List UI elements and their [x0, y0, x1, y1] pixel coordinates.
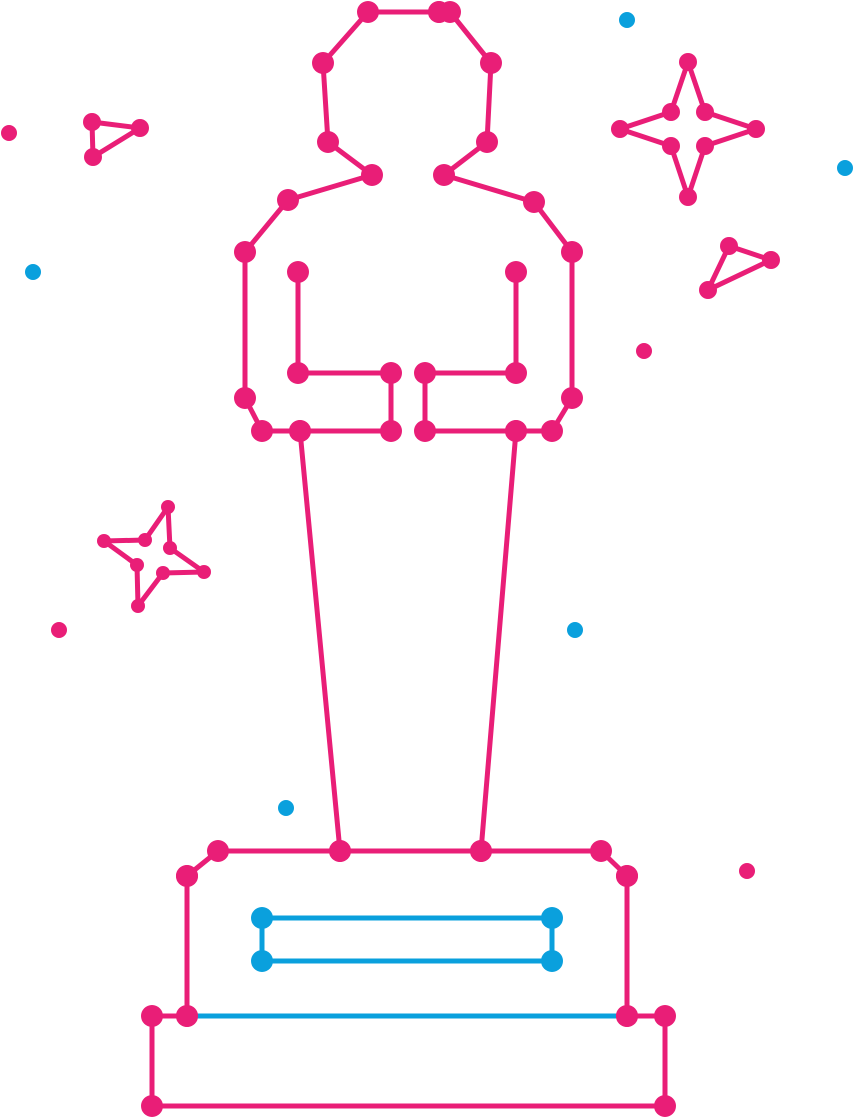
triangle-spark-right-icon-node [699, 281, 717, 299]
statuette-left-outline-node [234, 387, 256, 409]
statuette-right-outline-segment [484, 60, 494, 145]
confetti-dot [619, 12, 635, 28]
statuette-left-outline-segment [285, 172, 375, 203]
statuette-left-outline-node [287, 261, 309, 283]
statuette-left-outline-node [357, 1, 379, 23]
pedestal-top-node [329, 840, 351, 862]
confetti-dot [636, 343, 652, 359]
sparkle-large-icon-node [679, 53, 697, 71]
sparkle-small-icon-node [97, 534, 111, 548]
sparkle-large-icon-node [662, 103, 680, 121]
statuette-left-outline-node [380, 362, 402, 384]
pedestal-plaque-node [541, 907, 563, 929]
sparkle-small-icon-node [163, 541, 177, 555]
statuette-body-right-segment [478, 428, 519, 854]
confetti-dot [51, 622, 67, 638]
triangle-spark-left-icon-node [131, 119, 149, 137]
statuette-left-outline-node [317, 131, 339, 153]
pedestal-plaque-node [251, 907, 273, 929]
pedestal-base-node [654, 1005, 676, 1027]
triangle-spark-left-icon-segment [90, 125, 143, 160]
statuette-left-outline-node [251, 420, 273, 442]
statuette-right-outline-node [561, 241, 583, 263]
sparkle-large-icon-node [611, 120, 629, 138]
sparkle-small-icon-node [197, 565, 211, 579]
pedestal-plaque-node [541, 950, 563, 972]
statuette-left-outline-node [312, 52, 334, 74]
sparkle-small-icon-node [130, 558, 144, 572]
statuette-body-right-node [505, 420, 527, 442]
triangle-spark-left-icon-node [83, 113, 101, 131]
triangle-spark-right-icon-node [762, 251, 780, 269]
pedestal-base-node [616, 865, 638, 887]
pedestal-plaque-node [251, 950, 273, 972]
sparkle-large-icon-node [662, 137, 680, 155]
sparkle-large-icon-node [747, 120, 765, 138]
pedestal-base-node [616, 1005, 638, 1027]
statuette-body-left-segment [297, 428, 343, 854]
sparkle-large-icon-node [679, 188, 697, 206]
statuette-right-outline-node [414, 362, 436, 384]
statuette-right-outline-node [505, 261, 527, 283]
pedestal-base-node [176, 1005, 198, 1027]
statuette-left-outline-node [234, 241, 256, 263]
statuette-right-outline-node [433, 164, 455, 186]
statuette-right-outline-node [480, 52, 502, 74]
sparkle-large-icon-node [696, 103, 714, 121]
statuette-left-outline-node [361, 164, 383, 186]
statuette-left-outline-node [380, 420, 402, 442]
statuette-left-outline-segment [320, 60, 331, 145]
statuette-right-outline-node [523, 191, 545, 213]
pedestal-top-node [470, 840, 492, 862]
statuette-right-outline-node [476, 131, 498, 153]
statuette-left-outline-node [277, 189, 299, 211]
pedestal-base-node [654, 1095, 676, 1117]
statuette-left-outline-node [287, 362, 309, 384]
pedestal-base-node [141, 1005, 163, 1027]
confetti-dot [739, 863, 755, 879]
statuette-right-outline-node [541, 420, 563, 442]
sparkle-small-icon-node [138, 533, 152, 547]
statuette-right-outline-node [561, 387, 583, 409]
statuette-right-outline-node [439, 1, 461, 23]
statuette-left-outline-segment [320, 9, 371, 66]
confetti-dot [1, 125, 17, 141]
triangle-spark-right-icon-segment [705, 257, 774, 293]
confetti-dot [278, 800, 294, 816]
triangle-spark-left-icon-node [84, 148, 102, 166]
pedestal-base-node [176, 865, 198, 887]
sparkle-small-icon-node [156, 566, 170, 580]
pedestal-base-node [141, 1095, 163, 1117]
sparkle-large-icon-node [696, 137, 714, 155]
confetti-dot [567, 622, 583, 638]
triangle-spark-right-icon-node [720, 237, 738, 255]
pedestal-top-node [590, 840, 612, 862]
pedestal-top-node [207, 840, 229, 862]
statuette-right-outline-node [414, 420, 436, 442]
sparkle-small-icon-node [161, 500, 175, 514]
statuette-body-left-node [289, 420, 311, 442]
confetti-dot [837, 160, 853, 176]
statuette-right-outline-node [505, 362, 527, 384]
confetti-dot [25, 264, 41, 280]
sparkle-small-icon-node [131, 599, 145, 613]
statuette-left-outline-segment [242, 197, 291, 255]
statuette-right-outline-segment [441, 172, 537, 205]
